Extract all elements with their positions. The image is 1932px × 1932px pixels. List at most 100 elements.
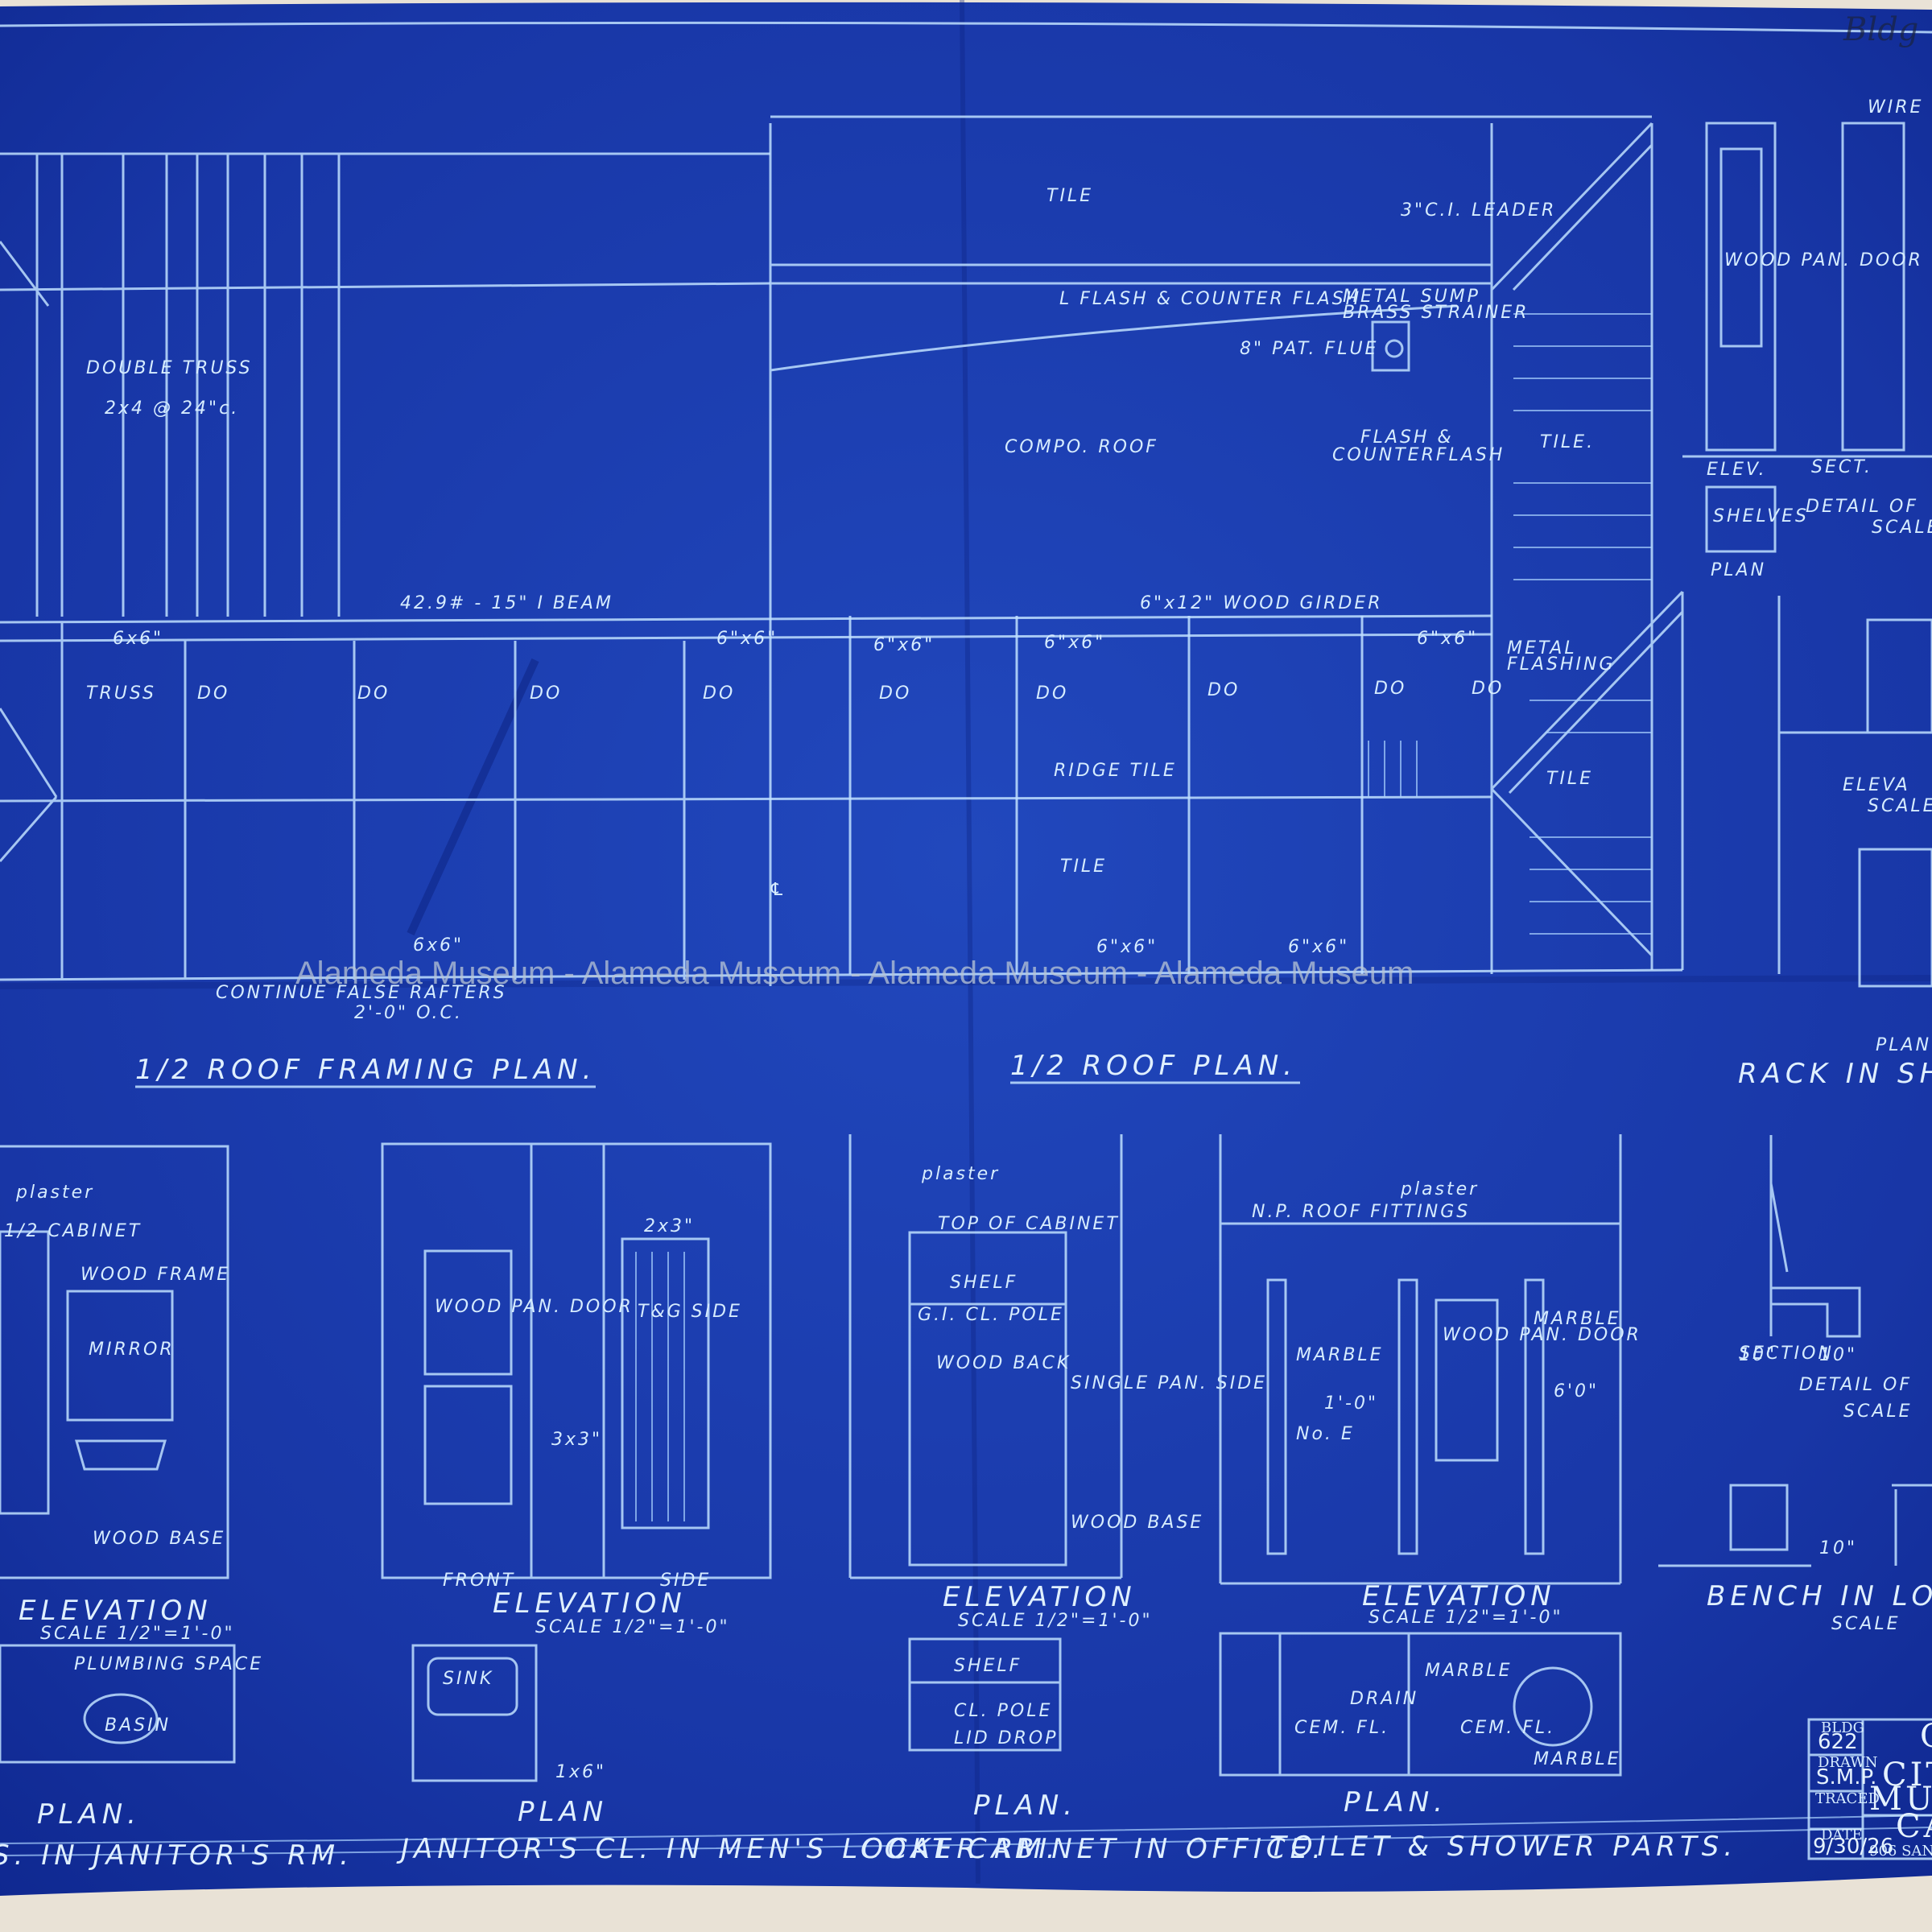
label-cem-fl: CEM. FL. [1294,1718,1389,1738]
label-elev: ELEV. [1707,460,1767,480]
label-scale: SCALE [1872,518,1932,538]
rack-detail-title: RACK IN SH [1738,1058,1932,1090]
label-scale: SCALE [1843,1402,1913,1422]
watermark: Alameda Museum - Alameda Museum - Alamed… [295,956,1414,991]
plan-title: PLAN. [1344,1786,1447,1818]
label-post: 6"x6" [1096,937,1158,957]
label-scale: SCALE 1/2"=1'-0" [535,1617,730,1637]
label-pole: CL. POLE [954,1701,1052,1721]
label-ditto: DO [1374,679,1406,699]
label-metal-flashing: FLASHING [1507,654,1615,675]
coat-cabinet-detail: plaster TOP OF CABINET SHELF G.I. CL. PO… [848,1134,1326,1865]
label-wood-pan-door: WOOD PAN. DOOR [1724,250,1923,270]
label-sect: SECT. [1811,457,1872,477]
title-line: MUNIC [1869,1781,1932,1818]
label-plaster: plaster [1400,1179,1479,1199]
label-flash: FLASH & [1360,427,1454,448]
janitors-closet-title: JANITOR'S CL. IN MEN'S LOCKER RM. [396,1833,1060,1865]
label-basin: BASIN [105,1715,171,1736]
label-elevation: ELEVA [1843,775,1910,795]
label-brass-strainer: BRASS STRAINER [1343,303,1529,323]
label-post: 6x6" [413,935,464,956]
label-ditto: DO [1208,680,1240,700]
label-compo-roof: COMPO. ROOF [1005,437,1158,457]
title-block: BLDG 622 DRAWN S.M.P. TRACED DATE 9/30/2… [1807,1718,1932,1860]
label-dimension: 10" [1739,1345,1777,1365]
label-ditto: DO [197,683,229,704]
label-post: 6"x6" [1044,633,1105,653]
label-pole: G.I. CL. POLE [918,1305,1064,1325]
label-metal-flashing: METAL [1507,638,1577,658]
label-truss: TRUSS [86,683,156,704]
label-bldg: BLDG [1821,1719,1864,1736]
label-detail: DETAIL OF [1799,1375,1912,1395]
label-shelf: SHELF [950,1273,1018,1293]
roof-framing-plan-title: 1/2 ROOF FRAMING PLAN. [135,1054,596,1086]
pencil-note: Bldg [1843,11,1918,48]
label-drain: DRAIN [1350,1689,1418,1709]
label-ditto: DO [1036,683,1068,704]
label-tg-side: T&G SIDE [638,1302,742,1322]
locker-detail-title: DETAIL OF [1806,497,1918,517]
elevation-title: ELEVATION [19,1595,213,1627]
title-line: C [1920,1718,1932,1755]
label-cabinet: 1/2 CABINET [4,1221,142,1241]
label-date: DATE [1821,1827,1863,1843]
label-wood-back: WOOD BACK [936,1353,1071,1373]
label-tile: TILE. [1540,432,1595,452]
label-scale: SCALE [1831,1614,1901,1634]
label-height: 6'0" [1554,1381,1599,1402]
label-tile: TILE [1060,857,1107,877]
toilet-shower-detail: plaster N.P. ROOF FITTINGS MARBLE 1'-0" … [1219,1134,1732,1863]
label-post: 6"x6" [1288,937,1349,957]
fold-line [960,0,980,1885]
label-post: 6"x6" [716,629,778,649]
label-i-beam: 42.9# - 15" I BEAM [400,593,613,613]
title-line: CAL [1896,1808,1932,1845]
label-cem-fl: CEM. FL. [1460,1718,1555,1738]
label-dimension: 10" [1819,1345,1857,1365]
label-no-e: No. E [1296,1424,1355,1444]
label-dimension: 10" [1819,1538,1857,1558]
label-plan: PLAN [1711,560,1766,580]
label-rafter-spacing: 2'-0" O.C. [354,1003,463,1023]
label-lid-drop: LID DROP [954,1728,1059,1748]
label-post: 6"x6" [1417,629,1478,649]
address: 906 SANTA [1869,1843,1932,1860]
label-rafters: 2x4 @ 24"c. [105,398,239,419]
roof-plan: TILE 3"C.I. LEADER L FLASH & COUNTER FLA… [716,115,1684,1084]
janitors-closet-detail: WOOD PAN. DOOR T&G SIDE 2x3" 3x3" FRONT … [381,1142,1060,1865]
label-plaster: plaster [15,1183,94,1203]
label-stud: 2x3" [644,1216,695,1236]
label-ditto: DO [357,683,390,704]
label-metal-sump: METAL SUMP [1343,287,1480,307]
janitors-room-title: S. IN JANITOR'S RM. [0,1839,353,1872]
label-plaster: plaster [921,1164,1000,1184]
label-shelves: SHELVES [1713,506,1809,526]
label-sink: SINK [443,1669,493,1689]
label-tile: TILE [1546,769,1593,789]
label-marble: MARBLE [1534,1749,1621,1769]
label-flash-counter: L FLASH & COUNTER FLASH [1059,289,1361,309]
label-marble: MARBLE [1534,1309,1621,1329]
label-ditto: DO [1472,679,1504,699]
elevation-title: ELEVATION [1362,1580,1556,1612]
label-height: 1'-0" [1324,1393,1378,1414]
label-scale: SCALE [1868,796,1932,816]
bldg-number: 622 [1818,1730,1858,1754]
label-flue: 8" PAT. FLUE [1240,339,1378,359]
title-line: CITY [1882,1757,1932,1794]
plan-title: PLAN [518,1796,608,1828]
label-double-truss: DOUBLE TRUSS [86,358,253,378]
label-scale: SCALE 1/2"=1'-0" [958,1611,1153,1631]
coat-cabinet-title: COAT CABINET IN OFFICE. [861,1833,1326,1865]
label-stud: 3x3" [551,1430,602,1450]
label-wood-base: WOOD BASE [1071,1513,1203,1533]
label-scale: SCALE 1/2"=1'-0" [1368,1608,1563,1628]
label-traced: TRACED [1815,1790,1880,1807]
label-mirror: MIRROR [89,1340,175,1360]
label-wood-base: WOOD BASE [93,1529,225,1549]
label-scale: SCALE 1/2"=1'-0" [40,1624,235,1644]
elevation-title: ELEVATION [493,1587,687,1620]
